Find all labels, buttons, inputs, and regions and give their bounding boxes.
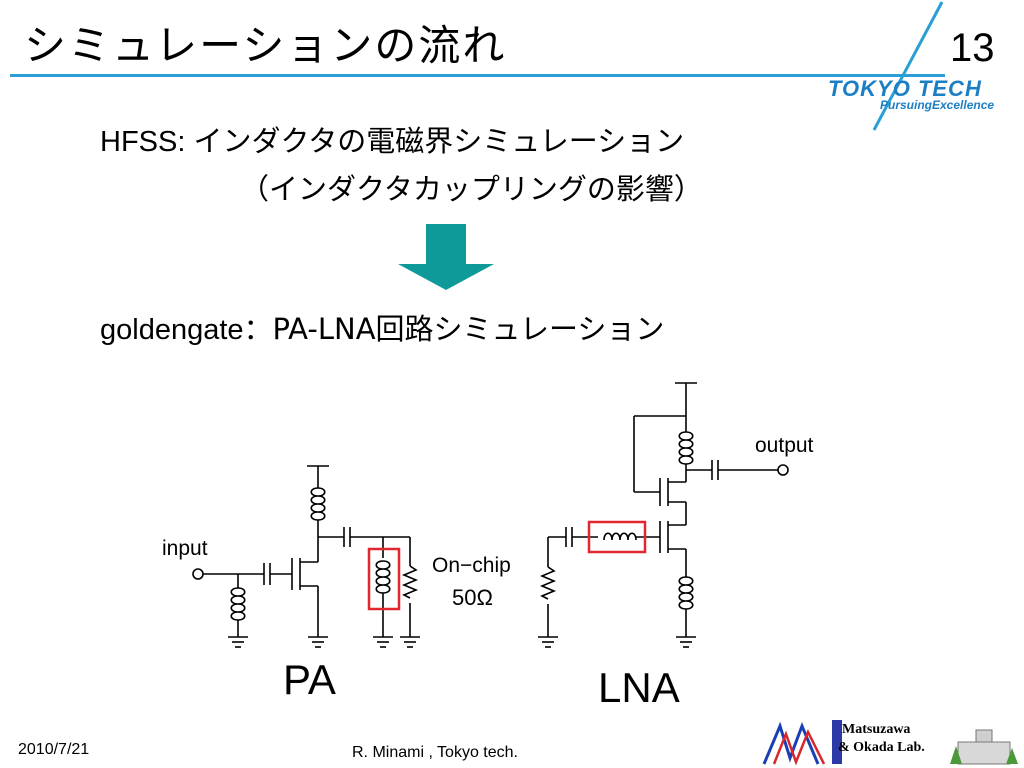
pa-load-inductor xyxy=(310,487,326,521)
onchip-label: On−chip xyxy=(432,554,511,577)
lab-name-line1: Matsuzawa xyxy=(842,722,911,737)
output-terminal xyxy=(777,464,789,476)
lab-logo-icon xyxy=(762,720,1018,766)
lab-name-line2: & Okada Lab. xyxy=(838,740,925,755)
goldengate-sep: ： xyxy=(243,312,273,346)
coupling-note: （インダクタカップリングの影響） xyxy=(240,172,703,206)
pa-inductor-highlight xyxy=(367,547,401,611)
hfss-line: HFSS: インダクタの電磁界シミュレーション xyxy=(100,118,684,160)
footer-date: 2010/7/21 xyxy=(18,741,90,758)
goldengate-description: PA-LNA回路シミュレーション xyxy=(272,312,665,346)
hfss-sep: : xyxy=(177,126,194,158)
ohm-label: 50Ω xyxy=(452,585,493,610)
slide-title: シミュレーションの流れ xyxy=(24,21,507,70)
lna-source-inductor xyxy=(678,576,694,610)
hfss-description: インダクタの電磁界シミュレーション xyxy=(193,124,685,158)
footer-author: R. Minami , Tokyo tech. xyxy=(352,744,518,761)
down-arrow-icon xyxy=(398,224,494,290)
pa-input-inductor xyxy=(230,587,246,621)
onchip-inductor xyxy=(375,560,391,594)
tokyo-tech-tagline: PursuingExcellence xyxy=(880,98,995,112)
pa-label: PA xyxy=(283,656,336,703)
lna-source-resistor xyxy=(541,566,555,600)
title-underline xyxy=(10,74,945,77)
tokyo-tech-logo: TOKYO TECH xyxy=(828,76,982,101)
goldengate-label: goldengate xyxy=(100,314,244,346)
lna-gate-inductor xyxy=(603,532,637,541)
hfss-label: HFSS xyxy=(100,126,178,158)
goldengate-line: goldengate：PA-LNA回路シミュレーション xyxy=(100,306,664,348)
input-terminal xyxy=(192,568,204,580)
logo-slash xyxy=(872,1,944,131)
lna-load-inductor xyxy=(678,431,694,465)
input-label: input xyxy=(162,537,208,560)
page-number: 13 xyxy=(950,26,995,70)
lna-label: LNA xyxy=(598,664,680,711)
onchip-50ohm-resistor xyxy=(403,565,417,599)
lna-inductor-highlight xyxy=(587,520,647,554)
output-label: output xyxy=(755,434,814,457)
